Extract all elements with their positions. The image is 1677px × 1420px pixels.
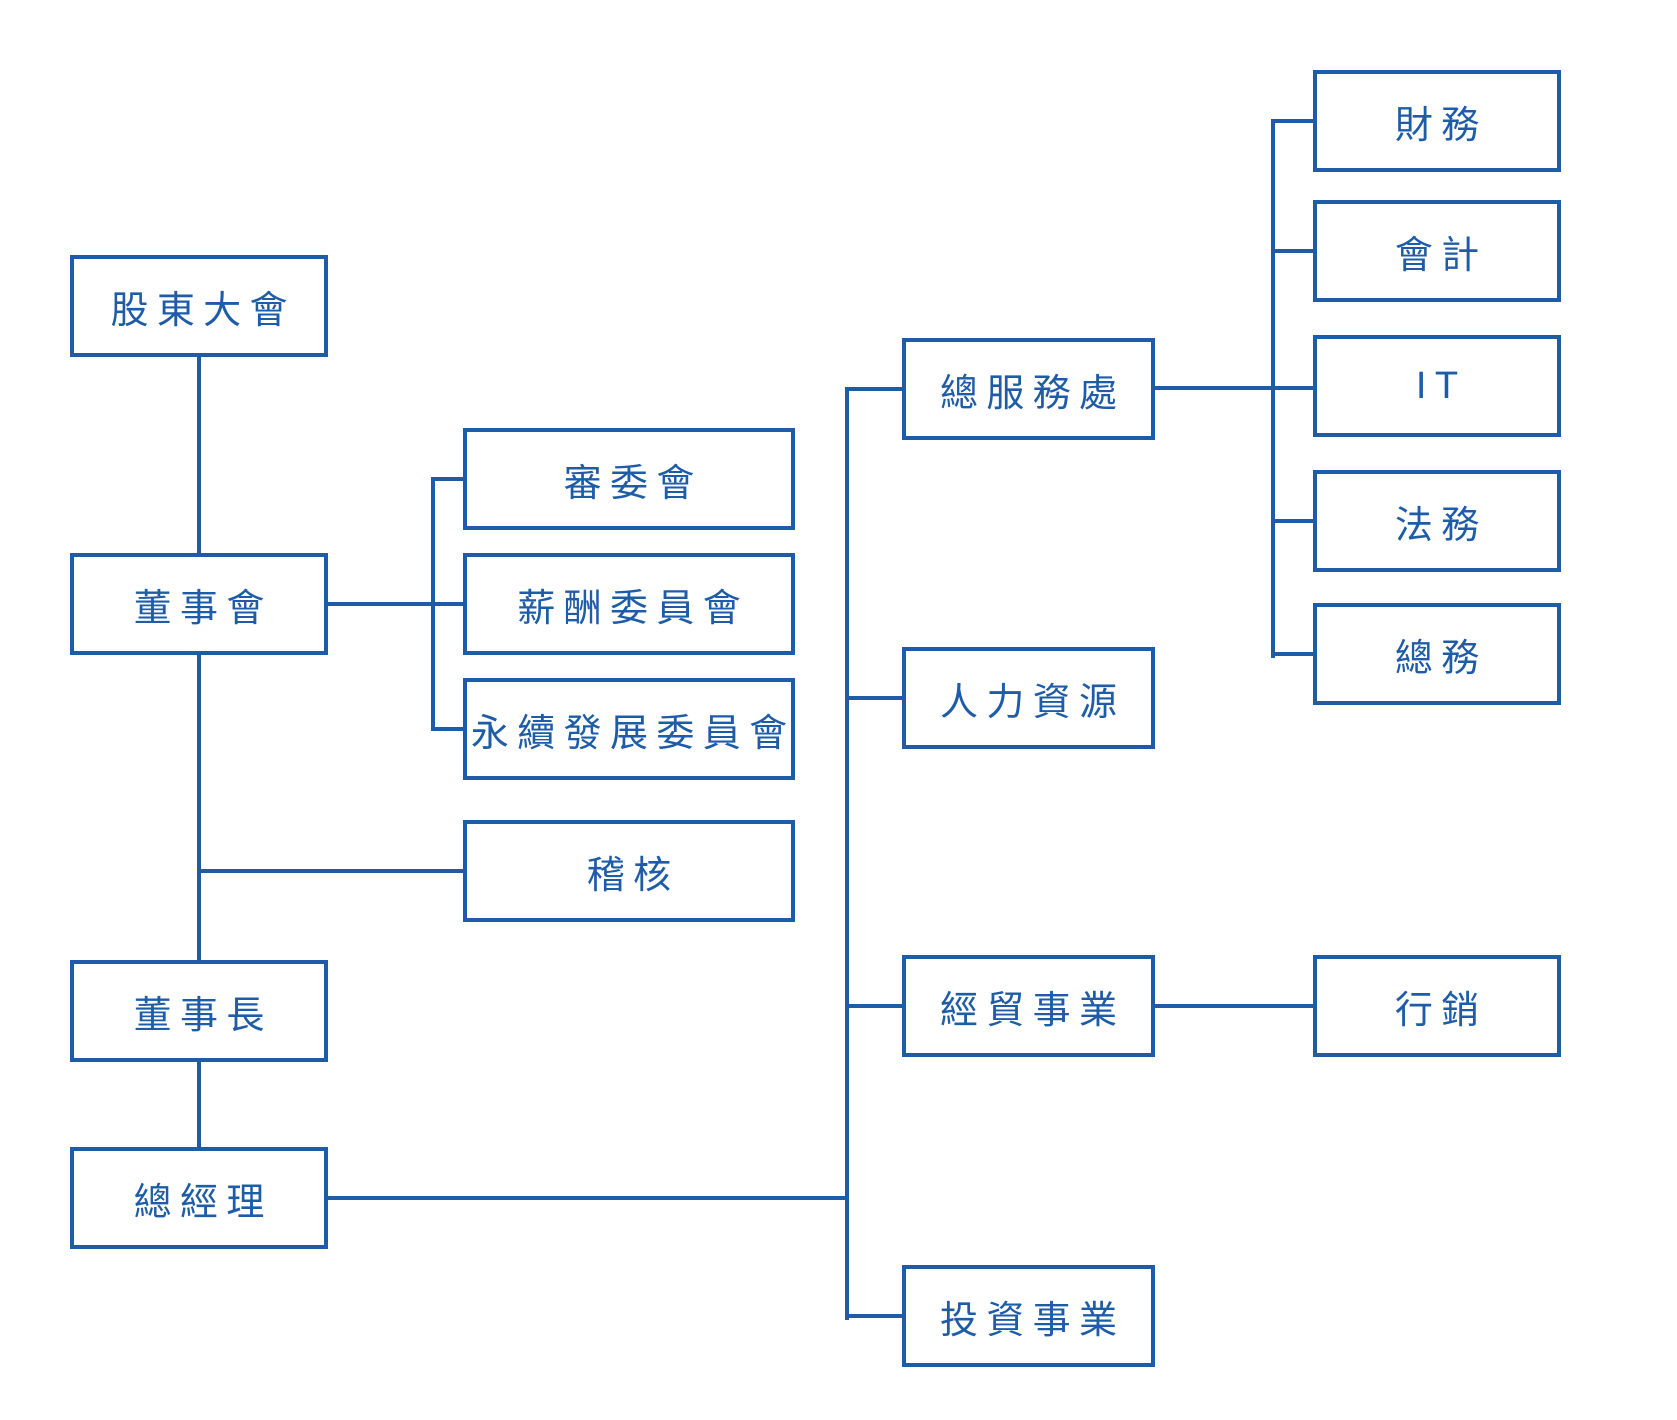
connector-board-internal-audit [197, 869, 463, 873]
connector-board-committees [328, 602, 463, 606]
connector-stub-trade-business [845, 1004, 902, 1008]
node-general-manager: 總經理 [70, 1147, 328, 1249]
node-investment-business: 投資事業 [902, 1265, 1155, 1367]
connector-department-trunk [1271, 121, 1275, 658]
connector-services-departments [1155, 386, 1313, 390]
node-shareholders-meeting: 股東大會 [70, 255, 328, 357]
connector-board-chairman [197, 655, 201, 960]
connector-stub-human-resources [845, 696, 902, 700]
node-finance: 財務 [1313, 70, 1561, 172]
node-marketing: 行銷 [1313, 955, 1561, 1057]
connector-stub-investment [845, 1314, 902, 1318]
connector-committee-trunk [431, 477, 435, 731]
connector-stub-general-affairs [1271, 652, 1313, 656]
connector-stub-legal [1271, 519, 1313, 523]
node-audit-committee: 審委會 [463, 428, 795, 530]
node-it: IT [1313, 335, 1561, 437]
connector-division-trunk [845, 389, 849, 1320]
node-legal: 法務 [1313, 470, 1561, 572]
connector-stub-accounting [1271, 249, 1313, 253]
node-internal-audit: 稽核 [463, 820, 795, 922]
connector-trade-marketing [1155, 1004, 1313, 1008]
node-board-of-directors: 董事會 [70, 553, 328, 655]
connector-stub-general-services [845, 387, 902, 391]
connector-shareholders-board [197, 357, 201, 553]
connector-chairman-gm [197, 1062, 201, 1147]
connector-stub-audit-committee [431, 477, 463, 481]
connector-stub-finance [1271, 119, 1313, 123]
node-sustainability-committee: 永續發展委員會 [463, 678, 795, 780]
node-human-resources: 人力資源 [902, 647, 1155, 749]
node-trade-business: 經貿事業 [902, 955, 1155, 1057]
node-accounting: 會計 [1313, 200, 1561, 302]
node-compensation-committee: 薪酬委員會 [463, 553, 795, 655]
node-chairman: 董事長 [70, 960, 328, 1062]
node-general-affairs: 總務 [1313, 603, 1561, 705]
connector-stub-sustainability [431, 727, 463, 731]
node-general-services-office: 總服務處 [902, 338, 1155, 440]
connector-gm-divisions [328, 1196, 849, 1200]
